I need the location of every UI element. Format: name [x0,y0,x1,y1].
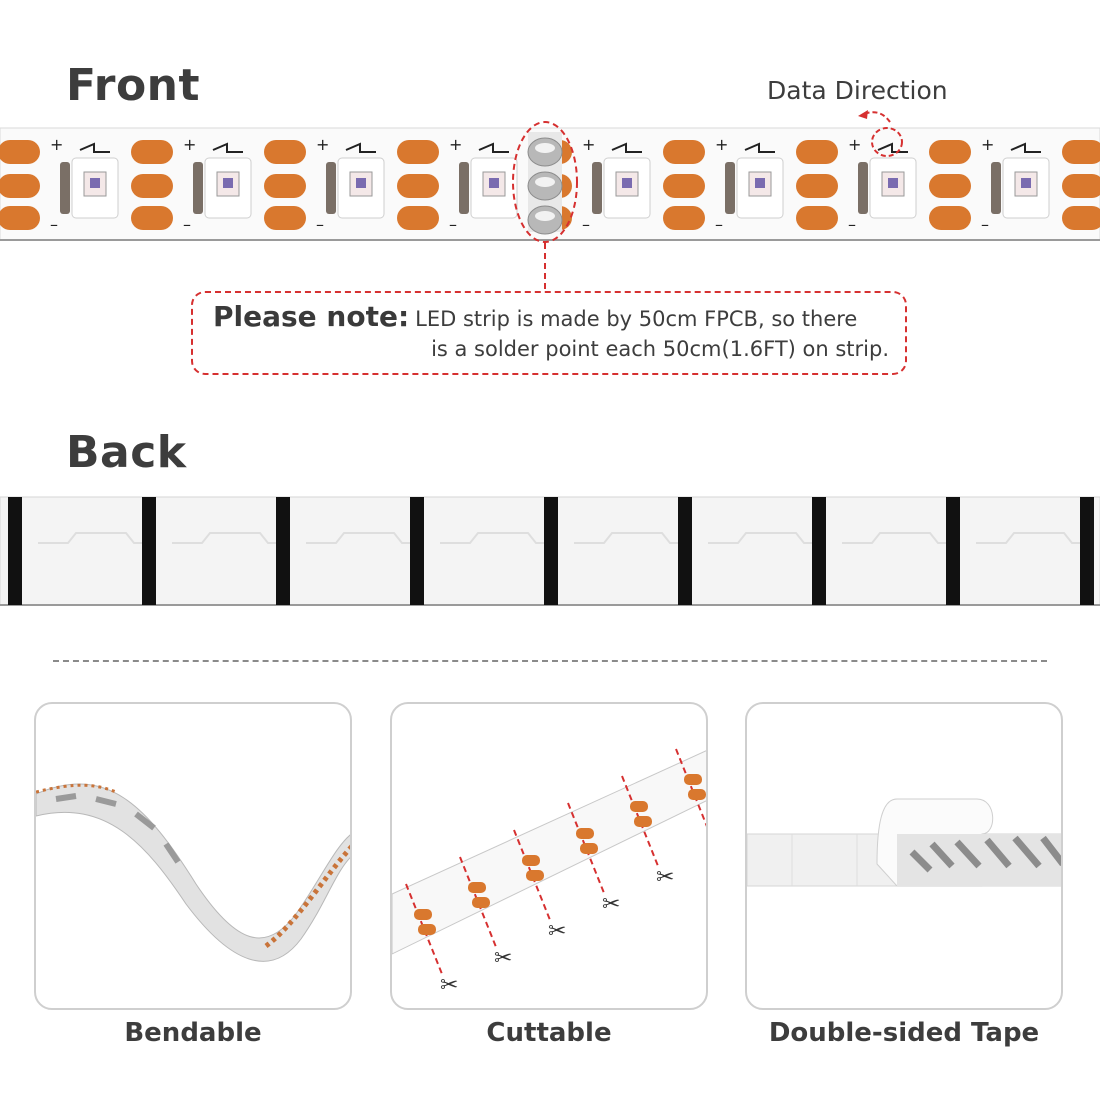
svg-text:–: – [50,215,58,234]
direction-highlight [871,127,903,157]
bendable-strip-illustration [36,783,350,962]
led-segment: +– [397,135,518,234]
note-label: Please note: [213,300,410,333]
svg-text:+: + [449,135,462,154]
bendable-card [34,702,352,1010]
bendable-caption: Bendable [124,1018,262,1048]
note-line-2: is a solder point each 50cm(1.6FT) on st… [431,337,889,361]
svg-text:–: – [582,215,590,234]
svg-text:–: – [316,215,324,234]
svg-text:+: + [582,135,595,154]
note-box: Please note:LED strip is made by 50cm FP… [191,291,907,375]
cut-band [812,497,826,605]
svg-text:+: + [981,135,994,154]
section-divider [53,660,1047,662]
svg-text:+: + [715,135,728,154]
solder-point [527,132,563,235]
svg-text:–: – [715,215,723,234]
tape-illustration [747,798,1061,887]
scissors-icon: ✂ [440,973,458,998]
note-connector-line [544,243,546,291]
svg-text:–: – [183,215,191,234]
scissors-icon: ✂ [602,892,620,917]
svg-text:+: + [50,135,63,154]
cut-band [1080,497,1094,605]
cuttable-strip-illustration: ✂✂✂✂✂✂ [392,748,706,998]
cut-band [276,497,290,605]
data-direction-label: Data Direction [767,76,948,105]
cut-band [946,497,960,605]
cut-band [678,497,692,605]
tape-caption: Double-sided Tape [768,1018,1040,1048]
scissors-icon: ✂ [548,919,566,944]
scissors-icon: ✂ [494,946,512,971]
cut-band [142,497,156,605]
svg-text:+: + [316,135,329,154]
svg-text:+: + [183,135,196,154]
led-segment: +– [1062,140,1100,230]
svg-text:+: + [848,135,861,154]
svg-text:–: – [449,215,457,234]
cut-band [410,497,424,605]
cuttable-caption: Cuttable [486,1018,612,1048]
front-title: Front [66,60,201,111]
led-segment: +– [131,135,252,234]
cut-band [544,497,558,605]
front-led-strip: +–+–+–+–+–+–+–+–+– [0,121,1100,243]
tape-card [745,702,1063,1010]
led-segment: +– [663,135,784,234]
back-led-strip [0,496,1100,606]
solder-highlight-ellipse [512,121,578,243]
led-segment: +– [929,135,1050,234]
back-title: Back [66,427,187,478]
led-segment: +– [0,135,119,234]
svg-text:–: – [981,215,989,234]
cut-band [8,497,22,605]
scissors-icon: ✂ [656,865,674,890]
cuttable-card: ✂✂✂✂✂✂ [390,702,708,1010]
note-line-1: LED strip is made by 50cm FPCB, so there [415,307,858,331]
data-direction-arrow-icon [858,110,891,123]
svg-text:–: – [848,215,856,234]
led-segment: +– [264,135,385,234]
led-segment: +– [796,135,917,234]
